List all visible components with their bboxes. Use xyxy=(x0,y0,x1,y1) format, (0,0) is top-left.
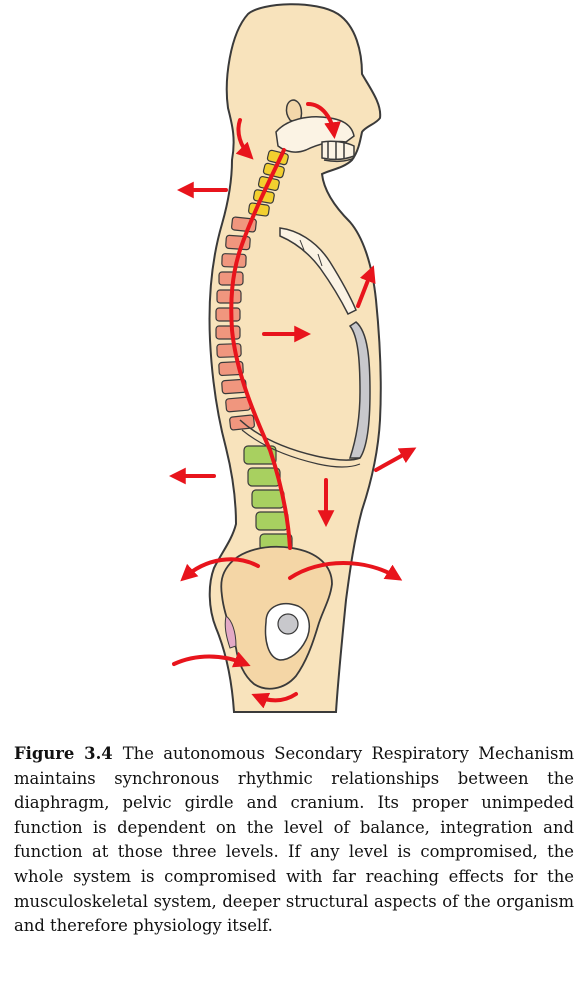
motion-arrow-icon xyxy=(288,561,403,581)
body-silhouette xyxy=(208,3,382,713)
motion-arrow-icon xyxy=(180,557,260,582)
motion-arrow-icon xyxy=(251,692,298,709)
diaphragm xyxy=(348,321,371,459)
motion-arrow-icon xyxy=(374,447,417,472)
motion-arrow-icon xyxy=(172,651,251,668)
motion-arrows xyxy=(168,102,417,709)
figure-caption-text: The autonomous Secondary Respiratory Mec… xyxy=(14,744,574,936)
motion-arrow-icon xyxy=(235,118,254,160)
figure-label: Figure 3.4 xyxy=(14,744,113,763)
lower-rib xyxy=(239,419,361,461)
motion-arrow-icon xyxy=(356,265,376,308)
sternum xyxy=(279,227,357,316)
spinal-cord-line xyxy=(229,148,292,550)
anatomy-diagram xyxy=(168,3,417,713)
motion-arrow-icon xyxy=(306,102,341,140)
